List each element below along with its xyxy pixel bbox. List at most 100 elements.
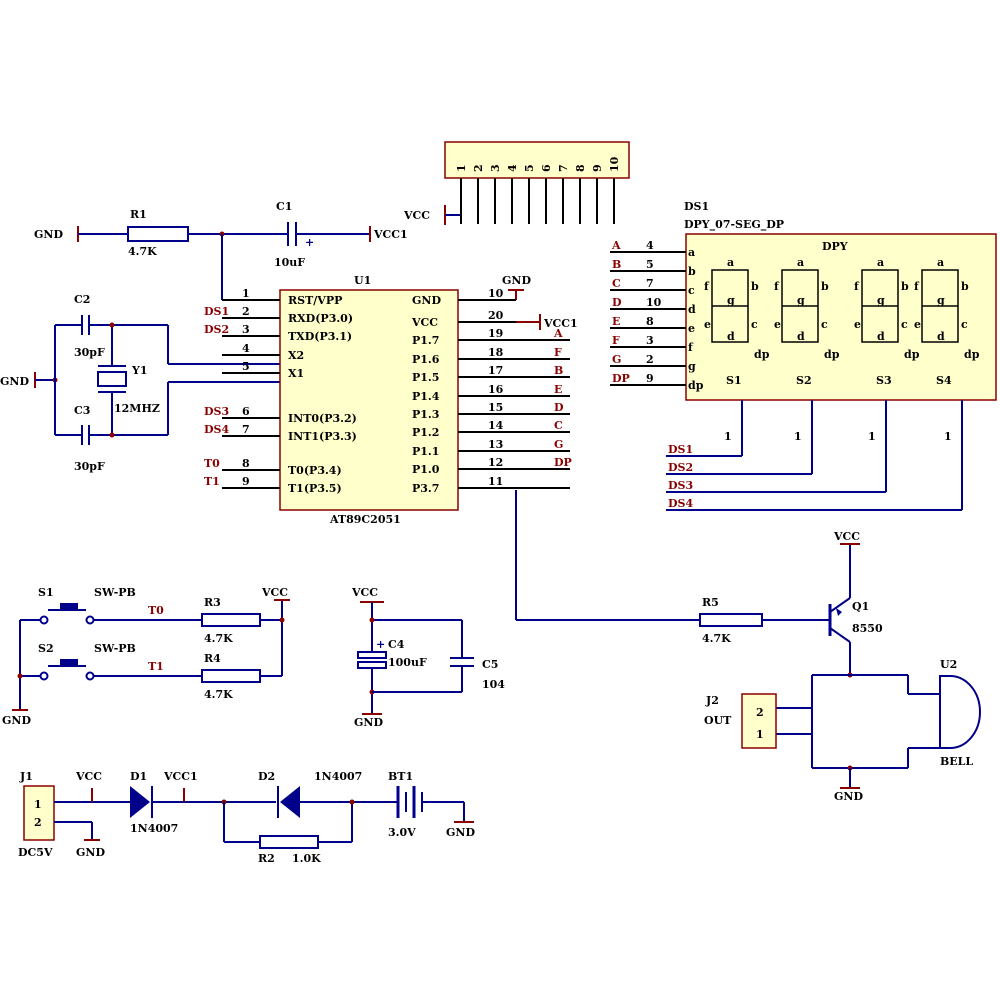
dpy-seg-char-d: d: [877, 330, 885, 343]
j1-ref: J1: [19, 770, 33, 783]
mcu-left-pin-num: 3: [242, 323, 250, 336]
dpy-seg-char-f: f: [774, 280, 780, 293]
oscillator-circuit: GND C2 30pF C3 30pF Y1 12MHZ: [0, 293, 280, 473]
header-pin-num: 5: [523, 164, 536, 172]
dpy-seg-char-e: e: [774, 318, 781, 331]
dpy-common-net: DS3: [668, 479, 693, 492]
mcu-right-pin-name: VCC: [411, 316, 438, 329]
header-pin-num: 7: [557, 164, 570, 172]
r5-value: 4.7K: [702, 632, 731, 645]
ds1-ref: DS1: [684, 200, 709, 213]
dpy-seg-letter: g: [688, 360, 696, 373]
mcu-left-pin-name: TXD(P3.1): [288, 330, 352, 343]
dpy-seg-letter: a: [688, 246, 695, 259]
dpy-seg-char-e: e: [914, 318, 921, 331]
reset-gnd-label: GND: [34, 228, 63, 241]
mcu-right-pin-num: 20: [488, 309, 504, 322]
u2-value: BELL: [940, 755, 973, 768]
mcu-right-pin-name: P1.5: [412, 371, 439, 384]
r4-value: 4.7K: [204, 688, 233, 701]
buzzer-circuit: R5 4.7K Q1 8550 VCC GND 2 1 J2 OUT U2 BE…: [515, 490, 981, 803]
d1-value: 1N4007: [130, 822, 178, 835]
mcu-left-net: DS3: [204, 405, 229, 418]
j1-pin-2: 2: [34, 816, 42, 829]
dpy-seg-char-dp: dp: [824, 348, 840, 361]
dpy-seg-net: B: [612, 258, 621, 271]
c3-value: 30pF: [74, 460, 105, 473]
u1-gnd-label: GND: [502, 274, 531, 287]
t1-net-label: T1: [148, 660, 164, 673]
dpy-seg-char-b: b: [901, 280, 909, 293]
dpy-seg-char-f: f: [704, 280, 710, 293]
dpy-seg-pin-num: 3: [646, 334, 654, 347]
dpy-digit-pin: S4: [936, 374, 952, 387]
power-circuit: 1 2 J1 DC5V GND VCC D1 1N4007 VCC1 D2 1N…: [18, 770, 475, 865]
dpy-seg-char-c: c: [961, 318, 968, 331]
j1-vcc-label: VCC: [75, 770, 102, 783]
r5-ref: R5: [702, 596, 719, 609]
dpy-seg-letter: f: [688, 341, 694, 354]
mcu-left-pin-name: INT0(P3.2): [288, 412, 357, 425]
decoupling-circuit: VCC + C4 100uF C5 104 GND: [351, 586, 505, 729]
mcu-left-pin-num: 7: [242, 423, 250, 436]
mcu-left-net: T0: [204, 457, 220, 470]
dpy-seg-char-e: e: [854, 318, 861, 331]
bt1-ref: BT1: [388, 770, 413, 783]
mcu-left-pin-name: RST/VPP: [288, 294, 342, 307]
btn-vcc-label: VCC: [261, 586, 288, 599]
dpy-seg-char-dp: dp: [754, 348, 770, 361]
mcu-left-pin-num: 9: [242, 475, 250, 488]
dpy-seg-char-b: b: [961, 280, 969, 293]
s2-value: SW-PB: [94, 642, 136, 655]
mcu-left-pin-name: RXD(P3.0): [288, 312, 353, 325]
mcu-right-net: DP: [554, 456, 572, 469]
mcu-right-net: A: [553, 327, 563, 340]
c1-value: 10uF: [274, 256, 305, 269]
r3-value: 4.7K: [204, 632, 233, 645]
dpy-seg-net: A: [611, 239, 621, 252]
reset-circuit: GND R1 4.7K + C1 10uF VCC1: [34, 200, 408, 301]
c4-ref: C4: [388, 638, 405, 651]
c3-ref: C3: [74, 404, 90, 417]
mcu-left-net: T1: [204, 475, 220, 488]
buzzer-gnd-label: GND: [834, 790, 863, 803]
header-pin-num: 10: [608, 156, 621, 172]
dpy-common-pin-num: 1: [794, 430, 802, 443]
c2-value: 30pF: [74, 346, 105, 359]
dpy-seg-net: D: [612, 296, 622, 309]
mcu-right-pin-num: 12: [488, 456, 503, 469]
mcu-left-pin-num: 6: [242, 405, 250, 418]
j2-pin-1: 1: [756, 728, 764, 741]
mcu-right-pin-name: P1.1: [412, 445, 439, 458]
reset-vcc1-label: VCC1: [373, 228, 408, 241]
r1-ref: R1: [130, 208, 147, 221]
header-pin-num: 2: [472, 164, 485, 172]
r2-ref: R2: [258, 852, 275, 865]
dpy-common-net: DS4: [668, 497, 693, 510]
header-pin-num: 1: [455, 164, 468, 172]
u1-ref: U1: [354, 274, 371, 287]
dpy-seg-net: E: [612, 315, 620, 328]
header-pin-num: 4: [506, 164, 519, 172]
dpy-seg-net: G: [612, 353, 621, 366]
r4-ref: R4: [204, 652, 221, 665]
svg-text:+: +: [376, 638, 385, 651]
mcu-left-net: DS4: [204, 423, 229, 436]
q1-value: 8550: [852, 622, 883, 635]
dpy-seg-letter: dp: [688, 379, 704, 392]
mcu-right-pin-num: 19: [488, 327, 503, 340]
j1-value: DC5V: [18, 846, 53, 859]
dpy-seg-pin-num: 4: [646, 239, 654, 252]
dpy-digit-pin: S2: [796, 374, 812, 387]
osc-gnd-label: GND: [0, 375, 29, 388]
j2-value: OUT: [704, 714, 732, 727]
c5-ref: C5: [482, 658, 498, 671]
dpy-seg-letter: e: [688, 322, 695, 335]
mcu-right-net: E: [554, 383, 562, 396]
dpy-common-net: DS1: [668, 443, 693, 456]
dpy-common-pin-num: 1: [944, 430, 952, 443]
